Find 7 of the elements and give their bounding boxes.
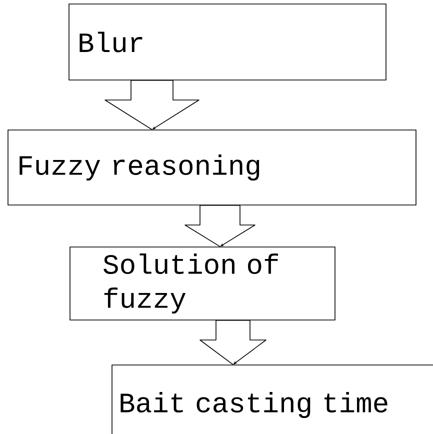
process-box: Fuzzy reasoning — [8, 130, 416, 206]
process-box: Blur — [68, 4, 386, 80]
hollow-arrow — [104, 80, 200, 130]
hollow-arrow — [200, 320, 266, 365]
hollow-arrow — [184, 205, 256, 247]
process-box: Bait casting time — [112, 364, 433, 434]
process-box: Solution of fuzzy — [70, 246, 336, 320]
